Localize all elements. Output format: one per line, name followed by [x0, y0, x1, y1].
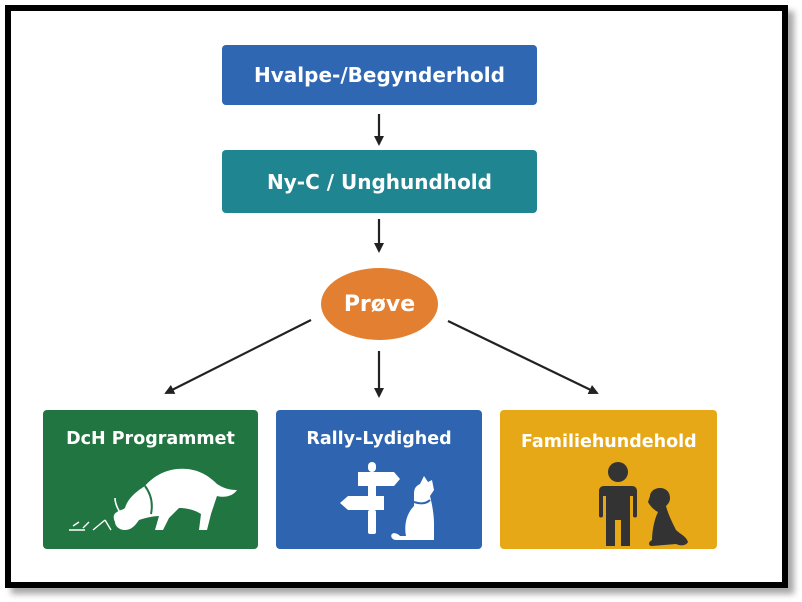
- node-label: Ny-C / Unghundhold: [267, 169, 492, 194]
- card-familiehundehold: Familiehundehold: [500, 410, 717, 549]
- card-title: Familiehundehold: [521, 432, 697, 452]
- node-label: Prøve: [343, 291, 416, 317]
- card-rally-lydighed: Rally-Lydighed: [276, 410, 482, 549]
- card-title: Rally-Lydighed: [306, 429, 452, 449]
- card-title: DcH Programmet: [66, 429, 235, 449]
- person-dog-icon: [599, 462, 688, 546]
- node-hvalpe-begynderhold: Hvalpe-/Begynderhold: [222, 45, 537, 105]
- signpost-dog-icon: [340, 462, 434, 540]
- card-dch-programmet: DcH Programmet: [43, 410, 258, 549]
- node-label: Hvalpe-/Begynderhold: [254, 63, 505, 87]
- node-ny-c-unghundhold: Ny-C / Unghundhold: [222, 150, 537, 213]
- tracking-dog-icon: [69, 468, 237, 531]
- node-prove: Prøve: [321, 268, 438, 340]
